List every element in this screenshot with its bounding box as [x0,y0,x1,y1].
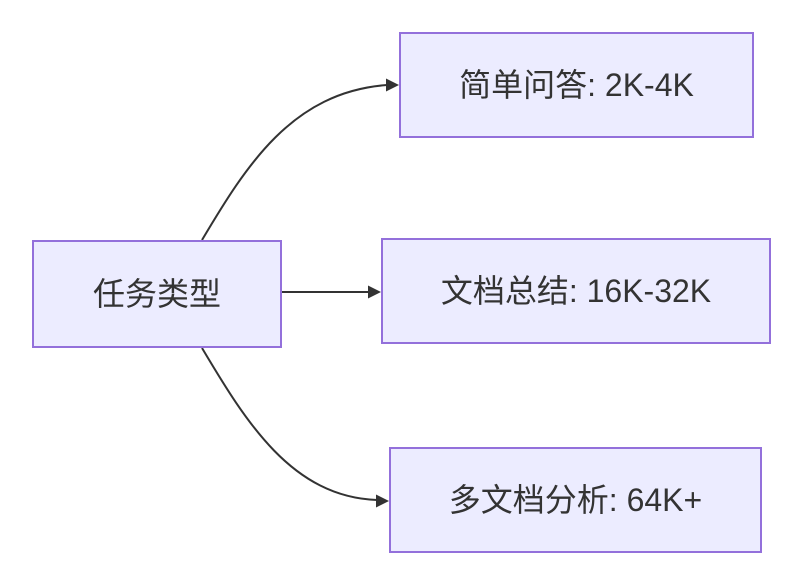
arrowhead-multi-doc-icon [376,494,389,508]
arrowhead-simple-qa-icon [386,78,399,92]
node-multi-doc-label: 多文档分析: 64K+ [448,481,703,518]
node-doc-summary: 文档总结: 16K-32K [381,238,771,344]
node-simple-qa-label: 简单问答: 2K-4K [459,66,694,103]
node-doc-summary-label: 文档总结: 16K-32K [440,272,712,309]
node-multi-doc: 多文档分析: 64K+ [389,447,762,553]
node-task-type: 任务类型 [32,240,282,348]
node-simple-qa: 简单问答: 2K-4K [399,32,754,138]
edge-task-type-to-multi-doc [201,347,378,501]
node-task-type-label: 任务类型 [92,275,221,312]
edge-task-type-to-simple-qa [201,84,388,241]
arrowhead-doc-summary-icon [368,285,381,299]
